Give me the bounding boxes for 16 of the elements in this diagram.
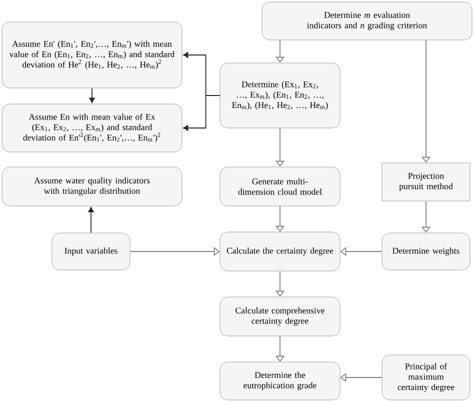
process-box: Calculate the certainty degree — [220, 232, 340, 272]
arrow — [89, 88, 95, 103]
process-box: Calculate comprehensive certainty degree — [220, 296, 340, 336]
method-box: Projection pursuit method — [382, 162, 470, 202]
arrow — [183, 95, 220, 131]
process-box: Determine weights — [382, 232, 470, 270]
process-box: Determine (Ex$_{1}$, Ex$_{2}$, …, Ex$_{m}$), (En$_{1}$, En$_{2}$, …, En$_{m}$), (He$_{1}$, He$_{2}$, …, He$_{m}$) — [220, 62, 340, 128]
process-box: Input variables — [52, 232, 130, 270]
process-box: Assume En with mean value of Ex (Ex$_{1}$, Ex$_{2}$, …, Ex$_{m}$) and standard deviation of En'$^{2}$(En$_{1}$', En$_{2}$',…, En$_{m}$')$^{2}$ — [2, 104, 182, 152]
arrow — [88, 207, 94, 234]
process-box: Determine the eutrophication grade — [220, 362, 340, 400]
process-box: Generate multi-dimension cloud model — [220, 166, 340, 206]
process-box: Determine m evaluation indicators and n grading criterion — [262, 2, 472, 40]
process-box: Principal of maximum certainty degree — [382, 354, 470, 400]
process-box: Assume En' (En$_{1}$', En$_{2}$',…, En$_{m}$') with mean value of En (En$_{1}$, En$_{2}$, …, En$_{m}$) and standard deviation of He$^{2}$ (He$_{1}$, He$_{2}$, …, He$_{m}$)$^{2}$ — [2, 22, 182, 88]
process-box: Assume water quality indicators with triangular distribution — [2, 166, 182, 206]
